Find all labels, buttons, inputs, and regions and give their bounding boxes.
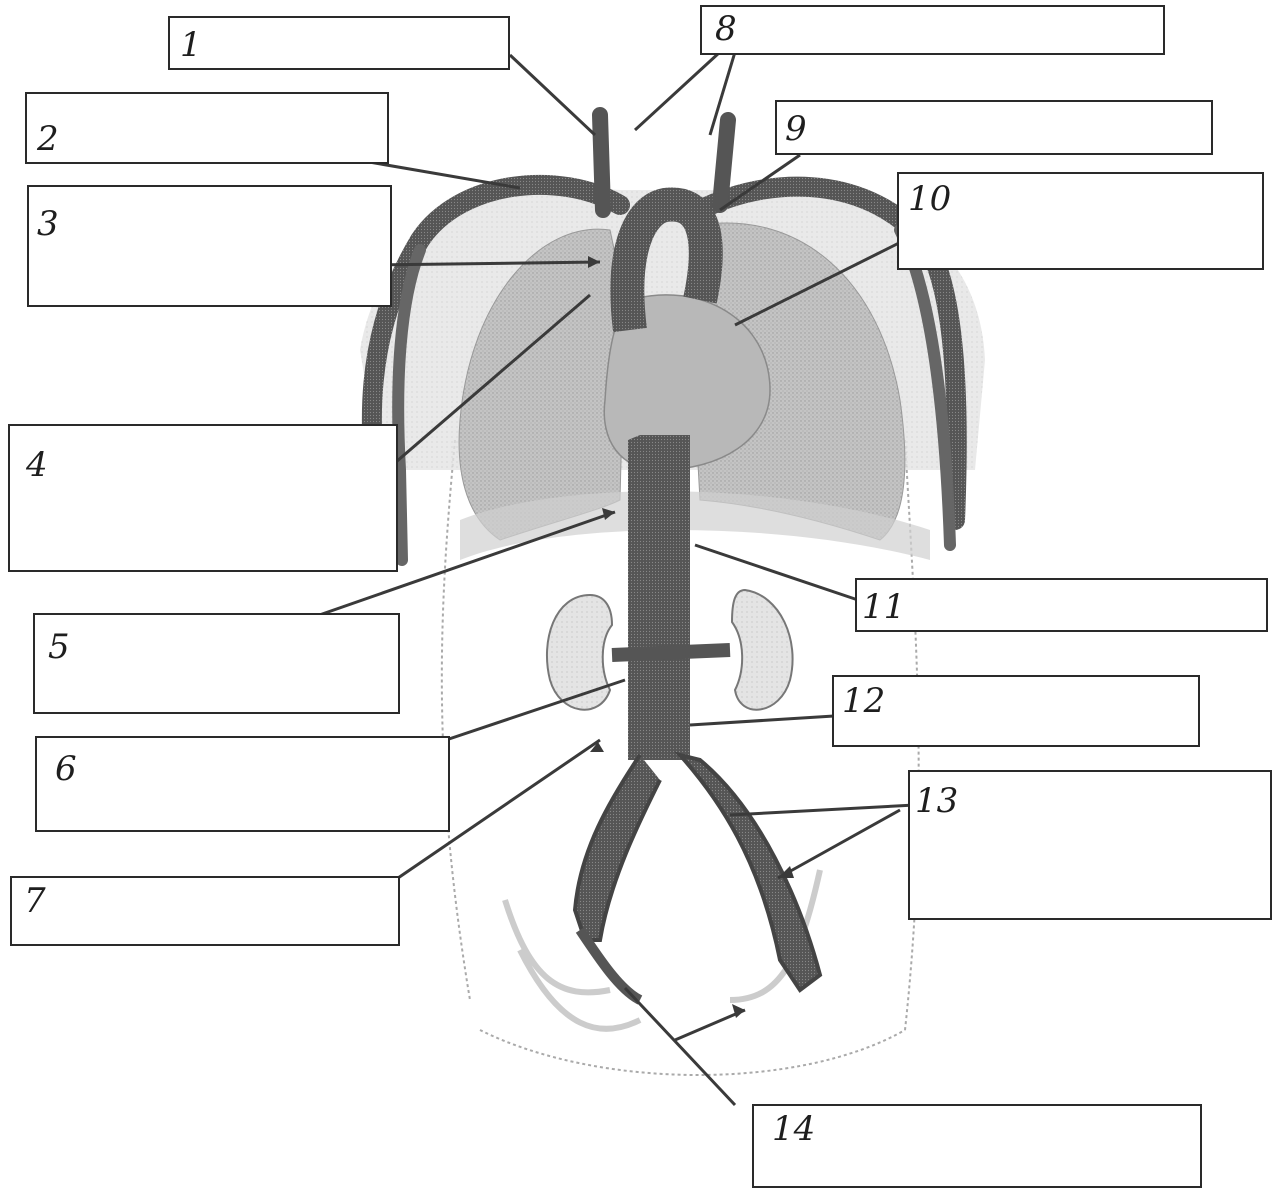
leader-1: [510, 55, 595, 135]
leader-13b: [778, 810, 900, 878]
label-box-4[interactable]: [8, 424, 398, 572]
label-box-7[interactable]: [10, 876, 400, 946]
label-box-2[interactable]: [25, 92, 389, 164]
label-number-9: 9: [785, 112, 807, 146]
label-number-13: 13: [915, 784, 958, 818]
label-number-5: 5: [48, 630, 70, 664]
label-box-1[interactable]: [168, 16, 510, 70]
label-box-12[interactable]: [832, 675, 1200, 747]
label-number-7: 7: [24, 884, 46, 918]
label-box-5[interactable]: [33, 613, 400, 714]
leader-8b: [710, 52, 735, 135]
label-number-3: 3: [37, 207, 59, 241]
label-box-3[interactable]: [27, 185, 392, 307]
label-box-11[interactable]: [855, 578, 1268, 632]
leader-12: [690, 715, 850, 725]
label-number-2: 2: [37, 122, 59, 156]
leader-13a: [730, 805, 915, 815]
arrowhead-13b: [778, 866, 794, 878]
label-box-8[interactable]: [700, 5, 1165, 55]
label-box-10[interactable]: [897, 172, 1264, 270]
label-box-6[interactable]: [35, 736, 450, 832]
leader-6: [440, 680, 625, 742]
leader-11: [695, 545, 858, 600]
label-number-11: 11: [862, 590, 905, 624]
arrowhead-3: [588, 256, 600, 268]
label-box-13[interactable]: [908, 770, 1272, 920]
leader-9: [720, 155, 800, 210]
label-number-6: 6: [55, 752, 77, 786]
label-number-1: 1: [180, 28, 202, 62]
label-box-9[interactable]: [775, 100, 1213, 155]
leader-14a: [625, 988, 735, 1105]
label-box-14[interactable]: [752, 1104, 1202, 1188]
leader-3: [375, 262, 600, 265]
label-number-14: 14: [772, 1112, 815, 1146]
label-number-4: 4: [26, 448, 48, 482]
leader-14b: [675, 1010, 745, 1040]
label-number-10: 10: [908, 182, 951, 216]
label-number-8: 8: [715, 12, 737, 46]
leader-8a: [635, 52, 720, 130]
leader-4: [375, 295, 590, 480]
label-number-12: 12: [842, 684, 885, 718]
